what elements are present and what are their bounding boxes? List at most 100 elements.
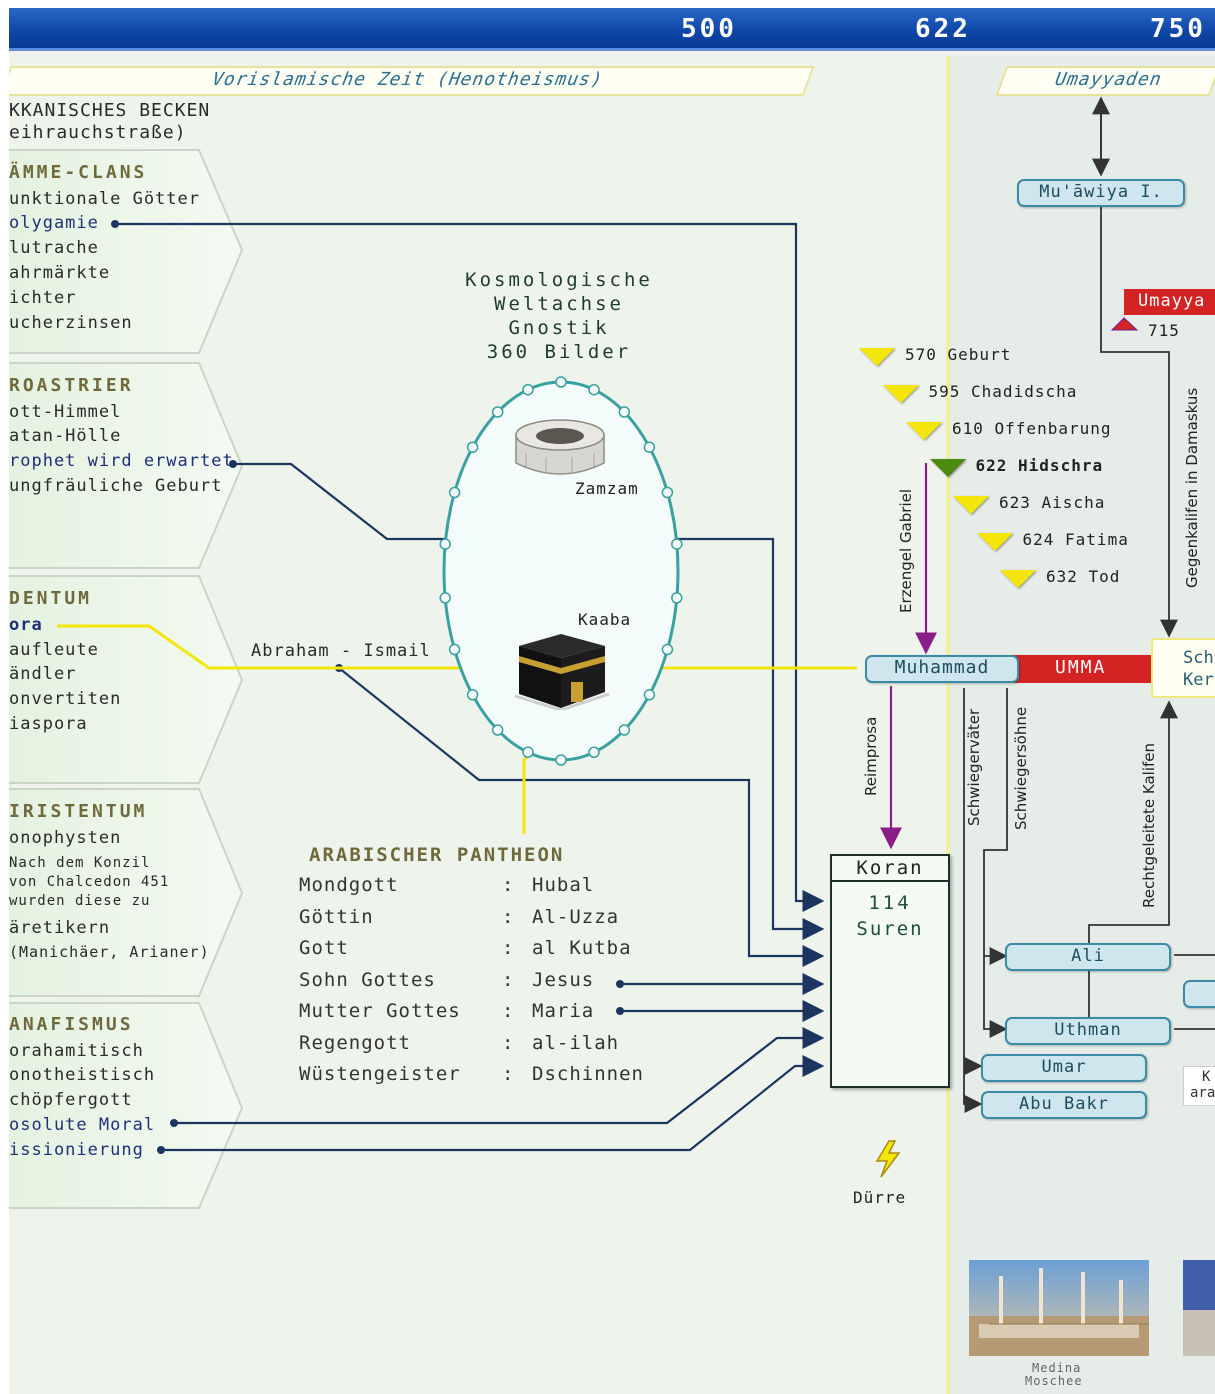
panel-judaism-item: ändler [9, 664, 77, 684]
ellipse-node [671, 592, 683, 604]
medina-caption-1: Medina [1032, 1361, 1082, 1375]
k-box: K ara [1183, 1066, 1215, 1106]
event-marker-icon [859, 348, 895, 366]
koran-box[interactable]: Koran 114 Suren [830, 854, 950, 1088]
year-715-label: 715 [1148, 321, 1180, 340]
koran-title: Koran [832, 856, 948, 882]
panel-judaism-shape [9, 575, 244, 784]
ellipse-node [643, 441, 656, 453]
event-label: 610 Offenbarung [952, 419, 1112, 438]
pantheon-title: ARABISCHER PANTHEON [309, 844, 565, 866]
pantheon-separator: : [502, 937, 515, 959]
sch-box-line1: Sch [1183, 648, 1214, 668]
medina-caption-2: Moschee [1025, 1374, 1083, 1388]
partial-photo-image [1183, 1260, 1215, 1356]
pantheon-separator: : [502, 1063, 515, 1085]
connector-schwiegersoehne [983, 688, 1008, 1038]
panel-clans-item: lutrache [9, 238, 99, 258]
sch-box: Sch Ker [1151, 638, 1215, 698]
zamzam-label: Zamzam [575, 479, 639, 498]
kaaba-icon [514, 634, 610, 710]
cosmology-ellipse [439, 376, 683, 766]
pantheon-separator: : [502, 968, 515, 991]
event-marker-icon [929, 459, 966, 477]
lightning-icon [875, 1140, 901, 1178]
panel-christianity-item: äretikern [9, 918, 111, 938]
panel-judaism-header: DENTUM [9, 588, 93, 609]
muawiya-node[interactable]: Mu'āwiya I. [1017, 179, 1185, 207]
zamzam-well-icon [515, 419, 605, 475]
event-label: 632 Tod [1046, 567, 1121, 586]
panel-shapes [9, 149, 244, 1209]
ellipse-node [522, 383, 534, 396]
partial-caliph-box[interactable] [1183, 980, 1215, 1008]
ellipse-node [466, 441, 479, 453]
panel-zoroastrians-item: ungfräuliche Geburt [9, 476, 223, 496]
pantheon-value: Al-Uzza [532, 905, 620, 928]
connector-abraham-koran [338, 667, 825, 967]
cosmology-line: Weltachse [494, 293, 624, 315]
islamic-era-zone [949, 56, 1215, 1394]
event-label: 624 Fatima [1022, 530, 1129, 549]
pantheon-value: al-ilah [532, 1031, 620, 1054]
region-subtitle: eihrauchstraße) [9, 122, 187, 143]
region-title: KKANISCHES BECKEN [9, 100, 211, 121]
diagram-svg [9, 96, 1215, 1209]
label-erzengel-gabriel: Erzengel Gabriel [897, 488, 915, 613]
year-622: 622 [915, 14, 971, 44]
timeline-bar: 500 622 750 [9, 8, 1215, 51]
caliph-umar[interactable]: Umar [981, 1054, 1147, 1082]
connector-muawiya-sch [1100, 204, 1178, 638]
panel-christianity-item: von Chalcedon 451 [9, 874, 170, 890]
connector-polygamy-koran [115, 222, 825, 912]
pantheon-name: Regengott [299, 1031, 411, 1054]
sch-box-line2: Ker [1183, 670, 1214, 690]
cosmology-line: Kosmologische [465, 269, 653, 291]
connector-schwiegervaeter [963, 688, 983, 1113]
event-marker-icon [1000, 570, 1036, 588]
muhammad-node[interactable]: Muhammad [865, 655, 1019, 683]
panel-zoroastrians-item: atan-Hölle [9, 426, 122, 446]
caliph-abu-bakr[interactable]: Abu Bakr [981, 1091, 1147, 1119]
panel-clans-item: unktionale Götter [9, 189, 200, 209]
kaaba-label: Kaaba [578, 610, 632, 629]
ellipse-node [643, 689, 656, 701]
pantheon-name: Sohn Gottes [299, 968, 436, 991]
ellipse-node [618, 724, 631, 736]
panel-christianity-item: (Manichäer, Arianer) [9, 943, 210, 961]
panel-hanifism-item: onotheistisch [9, 1065, 156, 1085]
caliph-ali[interactable]: Ali [1005, 943, 1171, 971]
ellipse-node [448, 486, 461, 499]
pantheon-value: Maria [532, 1000, 595, 1022]
ellipse-node [439, 538, 451, 550]
diagram-canvas: 500 622 750 Vorislamische Zeit (Henothei… [9, 8, 1215, 1394]
medina-mosque-image [969, 1260, 1149, 1356]
event-label: 595 Chadidscha [928, 382, 1078, 401]
ellipse-node [588, 383, 600, 396]
panel-hanifism-item: orahamitisch [9, 1041, 144, 1061]
pantheon-value: Jesus [532, 968, 595, 991]
ellipse-node [448, 643, 461, 656]
panel-christianity-shape [9, 788, 244, 997]
umma-label: UMMA [1055, 657, 1107, 678]
panel-christianity-item: onophysten [9, 828, 122, 848]
panel-clans-shape [9, 149, 244, 354]
duerre-label: Dürre [853, 1188, 907, 1207]
pantheon-separator: : [502, 905, 515, 928]
label-schwiegersoehne: Schwiegersöhne [1012, 706, 1030, 830]
caliph-uthman[interactable]: Uthman [1005, 1017, 1171, 1045]
panel-judaism-item: iaspora [9, 714, 88, 734]
purple-connectors [880, 463, 937, 850]
panel-judaism-item: aufleute [9, 640, 99, 660]
ellipse-node [466, 689, 479, 701]
label-rechtgeleitete-kalifen: Rechtgeleitete Kalifen [1140, 742, 1158, 908]
label-reimprosa: Reimprosa [862, 716, 880, 796]
ellipse-node [555, 376, 567, 388]
k-box-line2: ara [1190, 1085, 1215, 1101]
panel-hanifism-item: issionierung [9, 1140, 144, 1160]
koran-count: 114 [868, 892, 912, 914]
panel-clans-item: ichter [9, 288, 77, 308]
pantheon-value: al Kutba [532, 937, 632, 959]
panel-clans-header: ÄMME-CLANS [9, 162, 148, 183]
panel-clans-item: olygamie [9, 213, 99, 233]
